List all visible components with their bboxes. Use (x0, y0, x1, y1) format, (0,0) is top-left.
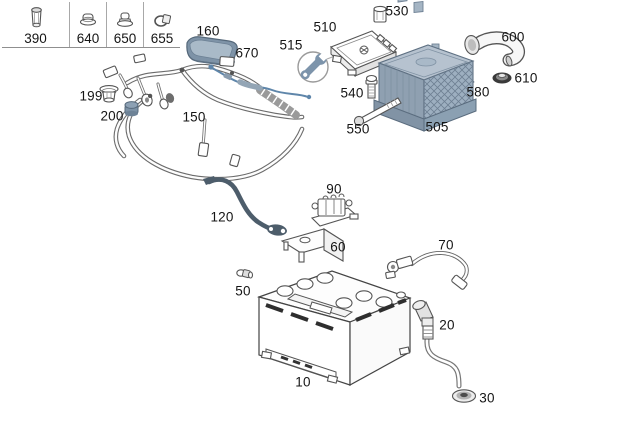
mounting-bracket-drawing (280, 228, 345, 263)
legend-number: 390 (24, 30, 47, 46)
legend-item-390[interactable]: 390 (2, 2, 69, 47)
callout-60[interactable]: 60 (330, 239, 346, 255)
fasteners-legend: 390 640 650 655 (2, 2, 180, 48)
battery-cable-drawing (385, 250, 469, 290)
terminal-nut-drawing (99, 85, 119, 103)
callout-160[interactable]: 160 (196, 23, 220, 39)
legend-number: 650 (113, 30, 137, 46)
callout-200[interactable]: 200 (100, 108, 124, 124)
legend-number: 655 (150, 30, 174, 46)
callout-120[interactable]: 120 (210, 209, 234, 225)
callout-30[interactable]: 30 (479, 390, 495, 406)
legend-item-640[interactable]: 640 (69, 2, 106, 47)
callout-600[interactable]: 600 (501, 29, 525, 45)
callout-670[interactable]: 670 (235, 45, 259, 61)
callout-610[interactable]: 610 (514, 70, 538, 86)
aux-battery-housing-drawing (373, 0, 477, 132)
callout-550[interactable]: 550 (346, 121, 370, 137)
battery-tray-cover-drawing (186, 36, 238, 67)
bonding-wire-drawing (208, 64, 312, 100)
callout-580[interactable]: 580 (466, 84, 490, 100)
plug-cap-drawing (236, 269, 254, 279)
callout-70[interactable]: 70 (438, 237, 454, 253)
callout-10[interactable]: 10 (295, 374, 311, 390)
short-bolt-drawing (365, 74, 378, 99)
legend-item-655[interactable]: 655 (143, 2, 180, 47)
callout-510[interactable]: 510 (313, 19, 337, 35)
vent-grommet-drawing (451, 389, 477, 403)
legend-number: 640 (76, 30, 100, 46)
callout-90[interactable]: 90 (326, 181, 342, 197)
sleeve-bolt-icon (30, 6, 42, 28)
callout-540[interactable]: 540 (340, 85, 364, 101)
clamp-ring-icon (154, 13, 172, 27)
callout-150[interactable]: 150 (182, 109, 206, 125)
flange-nut-icon (116, 12, 134, 27)
special-tool-wrench-icon (297, 49, 352, 83)
callout-199[interactable]: 199 (79, 88, 103, 104)
hex-nut-icon (79, 13, 97, 26)
relay-block-drawing (310, 193, 359, 227)
sleeve-screw-drawing (373, 5, 387, 23)
vent-duct-drawing (464, 31, 526, 67)
callout-505[interactable]: 505 (425, 119, 449, 135)
grommet-drawing (492, 72, 512, 84)
legend-item-650[interactable]: 650 (106, 2, 143, 47)
callout-50[interactable]: 50 (235, 283, 251, 299)
vent-elbow-drawing (412, 300, 462, 389)
callout-515[interactable]: 515 (279, 37, 303, 53)
long-bolt-drawing (353, 97, 402, 127)
battery-drawing (257, 270, 412, 387)
callout-530[interactable]: 530 (385, 3, 409, 19)
terminal-cap-drawing (124, 101, 139, 117)
callout-20[interactable]: 20 (439, 317, 455, 333)
wiring-harness-drawing (102, 53, 305, 182)
ground-strap-drawing (203, 176, 287, 236)
